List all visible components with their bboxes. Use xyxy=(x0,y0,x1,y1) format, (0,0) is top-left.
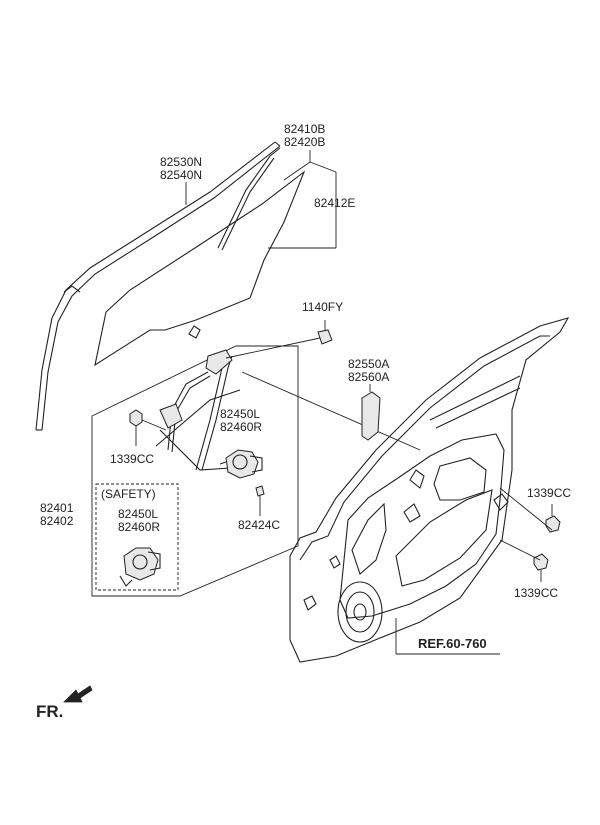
label-82530n: 82530N xyxy=(160,155,202,169)
label-82420b: 82420B xyxy=(284,135,325,149)
label-82460r-upper: 82460R xyxy=(220,420,262,434)
label-1140fy: 1140FY xyxy=(302,300,343,314)
label-82402: 82402 xyxy=(40,514,74,528)
door-callout-lines xyxy=(395,487,553,655)
door-inner-panel xyxy=(289,317,570,663)
door-module-bracket xyxy=(361,384,381,441)
label-82401: 82401 xyxy=(40,501,74,515)
fasteners xyxy=(129,320,561,582)
label-1339cc-right-top: 1339CC xyxy=(527,486,571,500)
label-82550a: 82550A xyxy=(348,357,389,371)
glass-run-channel xyxy=(35,141,281,431)
label-82424c: 82424C xyxy=(238,518,280,532)
regulator-motor xyxy=(219,449,263,479)
label-82410b: 82410B xyxy=(284,122,325,136)
label-82560a: 82560A xyxy=(348,370,389,384)
window-regulator xyxy=(155,337,421,471)
label-front: FR. xyxy=(36,702,63,721)
label-82540n: 82540N xyxy=(160,168,202,182)
safety-regulator-motor xyxy=(119,547,161,587)
label-82450l-upper: 82450L xyxy=(220,407,260,421)
label-ref-60-760: REF.60-760 xyxy=(418,636,487,651)
glass-callout-lines xyxy=(185,150,337,249)
label-1339cc-left: 1339CC xyxy=(110,452,154,466)
label-82450l-safety: 82450L xyxy=(118,507,158,521)
front-direction-arrow-icon xyxy=(63,685,93,703)
label-safety: (SAFETY) xyxy=(101,487,156,501)
label-1339cc-right-bottom: 1339CC xyxy=(514,586,558,600)
label-82412e: 82412E xyxy=(314,196,355,210)
label-82460r-safety: 82460R xyxy=(118,520,160,534)
regulator-assembly-box xyxy=(91,345,299,597)
part-labels: 82410B 82420B 82530N 82540N 82412E 1140F… xyxy=(36,122,571,721)
door-glass xyxy=(94,147,306,367)
